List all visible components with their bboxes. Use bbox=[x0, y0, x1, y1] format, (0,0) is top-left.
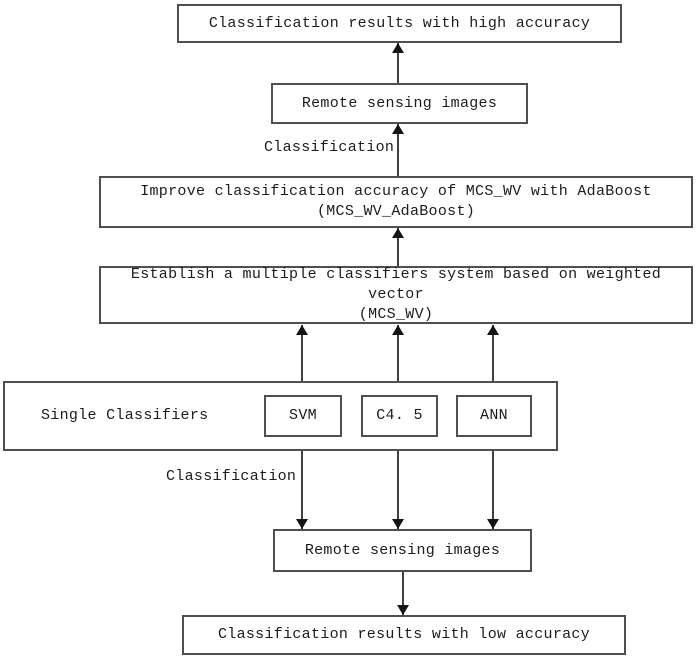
node-remote-sensing-images-top: Remote sensing images bbox=[271, 83, 528, 124]
arrowhead-up-establish-c45 bbox=[392, 325, 404, 335]
node-classification-results-high: Classification results with high accurac… bbox=[177, 4, 622, 43]
node-establish-line1: Establish a multiple classifiers system … bbox=[130, 266, 662, 303]
node-improve-mcs-wv-adaboost: Improve classification accuracy of MCS_W… bbox=[99, 176, 693, 228]
node-improve-line1: Improve classification accuracy of MCS_W… bbox=[140, 183, 652, 200]
node-remote-sensing-images-bottom-label: Remote sensing images bbox=[304, 541, 501, 559]
connector-improve-to-remote-top bbox=[397, 124, 399, 176]
connector-establish-to-improve bbox=[397, 228, 399, 266]
connector-svm-to-establish bbox=[301, 325, 303, 395]
connector-ann-to-establish bbox=[492, 325, 494, 395]
arrowhead-down-result-low bbox=[397, 605, 409, 615]
arrowhead-up-establish-svm bbox=[296, 325, 308, 335]
node-c45: C4. 5 bbox=[361, 395, 438, 437]
node-ann-label: ANN bbox=[480, 407, 508, 424]
arrowhead-up-result-high bbox=[392, 43, 404, 53]
arrowhead-down-remote-bottom-c45 bbox=[392, 519, 404, 529]
node-classification-results-low-label: Classification results with low accuracy bbox=[217, 626, 591, 643]
arrowhead-up-establish-ann bbox=[487, 325, 499, 335]
label-classification-top: Classification bbox=[264, 139, 395, 156]
node-remote-sensing-images-top-label: Remote sensing images bbox=[301, 94, 498, 112]
arrowhead-down-remote-bottom-ann bbox=[487, 519, 499, 529]
arrowhead-down-remote-bottom-svm bbox=[296, 519, 308, 529]
connector-remote-bottom-to-result-low bbox=[402, 572, 404, 615]
node-classification-results-low: Classification results with low accuracy bbox=[182, 615, 626, 655]
label-classification-bottom: Classification bbox=[166, 468, 297, 485]
node-remote-sensing-images-bottom: Remote sensing images bbox=[273, 529, 532, 572]
connector-svm-to-remote-bottom bbox=[301, 437, 303, 529]
single-classifiers-label: Single Classifiers bbox=[41, 407, 209, 424]
node-improve-line2: (MCS_WV_AdaBoost) bbox=[316, 203, 476, 220]
arrowhead-up-improve bbox=[392, 228, 404, 238]
node-svm-label: SVM bbox=[289, 407, 317, 424]
node-establish-line2: (MCS_WV) bbox=[358, 306, 434, 323]
node-svm: SVM bbox=[264, 395, 342, 437]
node-ann: ANN bbox=[456, 395, 532, 437]
connector-c45-to-remote-bottom bbox=[397, 437, 399, 529]
node-c45-label: C4. 5 bbox=[376, 407, 423, 424]
node-classification-results-high-label: Classification results with high accurac… bbox=[208, 14, 591, 32]
node-establish-mcs-wv: Establish a multiple classifiers system … bbox=[99, 266, 693, 324]
connector-ann-to-remote-bottom bbox=[492, 437, 494, 529]
connector-c45-to-establish bbox=[397, 325, 399, 395]
connector-remote-top-to-result-high bbox=[397, 43, 399, 83]
arrowhead-up-remote-top bbox=[392, 124, 404, 134]
